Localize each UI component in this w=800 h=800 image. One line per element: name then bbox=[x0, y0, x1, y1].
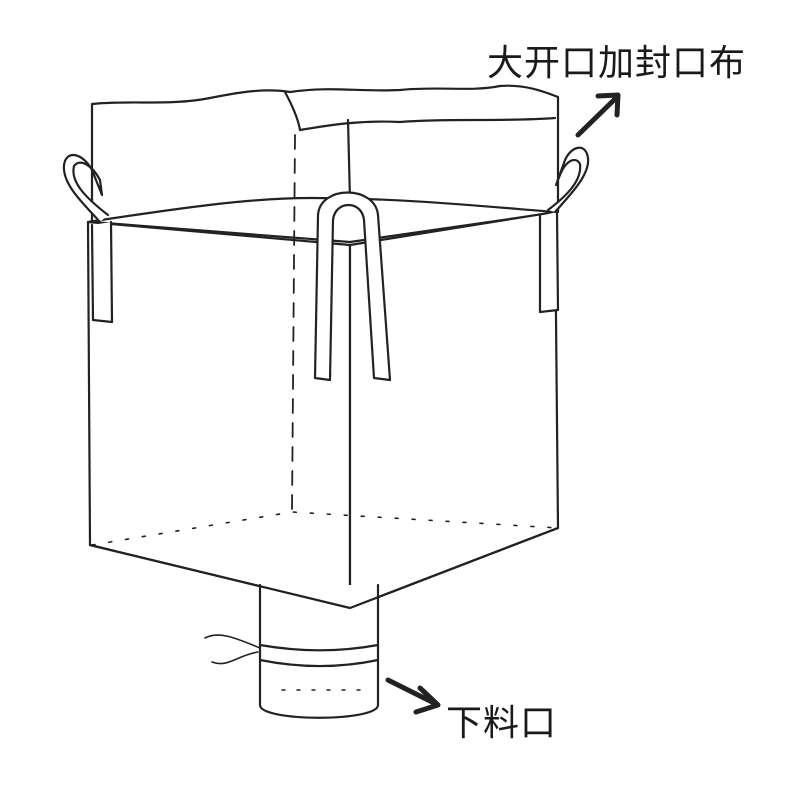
closure-cloth-fold bbox=[298, 116, 557, 132]
lifting-loop-left bbox=[90, 220, 114, 324]
closure-cloth-fold bbox=[283, 90, 302, 132]
lifting-loop-front bbox=[313, 191, 392, 382]
hidden-back-edge bbox=[291, 134, 296, 513]
arrow-discharge-spout bbox=[385, 677, 441, 715]
lifting-loop-left-arc bbox=[62, 154, 110, 224]
hidden-bottom-edge bbox=[91, 511, 559, 546]
bottom-front-edge bbox=[88, 526, 560, 610]
spout-tie-band bbox=[258, 643, 380, 668]
label-discharge-spout: 下料口 bbox=[446, 703, 558, 744]
arrow-top-opening bbox=[575, 92, 621, 138]
label-top-opening: 大开口加封口布 bbox=[487, 43, 747, 84]
spout-tie-string bbox=[204, 634, 261, 665]
lifting-loop-right bbox=[538, 210, 560, 314]
lifting-loop-right-arc bbox=[546, 146, 590, 214]
front-left-face bbox=[86, 220, 352, 610]
top-rim-back bbox=[86, 196, 557, 224]
closure-cloth-fold bbox=[346, 118, 352, 202]
